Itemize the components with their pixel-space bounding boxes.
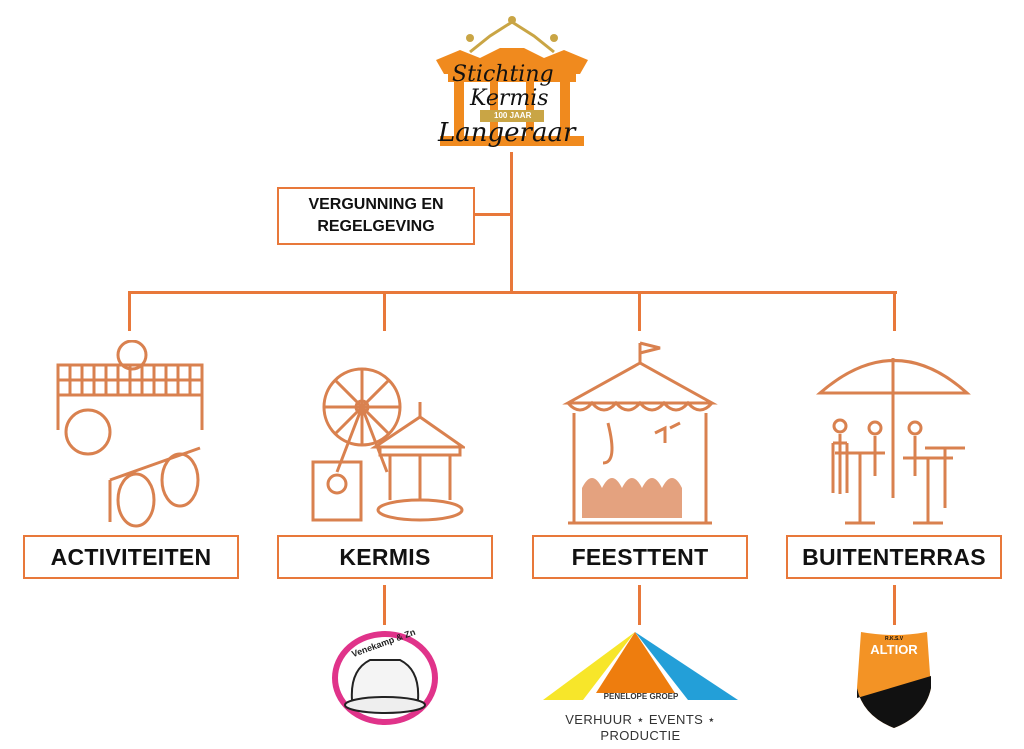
altior-logo: R.K.S.V ALTIOR bbox=[855, 628, 933, 728]
logo-line3: Langeraar bbox=[438, 118, 576, 148]
connector-drop-1 bbox=[128, 291, 131, 331]
altior-name: ALTIOR bbox=[870, 642, 918, 657]
penelope-tagline: VERHUUR ⋆ EVENTS ⋆ PRODUCTIE bbox=[565, 712, 716, 743]
altior-small: R.K.S.V bbox=[884, 636, 904, 642]
circus-tent-stage-icon bbox=[560, 338, 720, 535]
penelope-name: PENELOPE GROEP bbox=[603, 692, 679, 701]
sports-volleyball-football-tires-icon bbox=[50, 339, 210, 535]
category-label: ACTIVITEITEN bbox=[50, 543, 212, 570]
category-buitenterras: BUITENTERRAS bbox=[786, 535, 1002, 579]
parasol-terrace-tables-icon bbox=[815, 348, 975, 533]
logo-banner: 100 JAAR bbox=[494, 111, 532, 120]
category-label: FEESTTENT bbox=[571, 543, 709, 570]
connector-side bbox=[474, 213, 512, 216]
category-label: KERMIS bbox=[339, 543, 431, 570]
connector-drop-2 bbox=[383, 291, 386, 331]
connector-partner-2 bbox=[383, 585, 386, 625]
category-kermis: KERMIS bbox=[277, 535, 493, 579]
logo-line1: Stichting bbox=[452, 62, 554, 87]
connector-main bbox=[510, 152, 513, 294]
vergunning-line2: REGELGEVING bbox=[317, 218, 435, 235]
connector-horizontal bbox=[128, 291, 897, 294]
connector-partner-3 bbox=[638, 585, 641, 625]
category-activiteiten: ACTIVITEITEN bbox=[23, 535, 239, 579]
logo-line2: Kermis bbox=[470, 86, 549, 111]
venekamp-logo: Venekamp & Zn bbox=[330, 627, 440, 725]
connector-drop-4 bbox=[893, 291, 896, 331]
stichting-kermis-logo: Stichting Kermis 100 JAAR Langeraar bbox=[430, 14, 594, 152]
ferris-wheel-carousel-icon bbox=[305, 362, 468, 532]
connector-partner-4 bbox=[893, 585, 896, 625]
vergunning-line1: VERGUNNING EN bbox=[308, 196, 444, 213]
category-label: BUITENTERRAS bbox=[802, 543, 986, 570]
penelope-groep-logo: PENELOPE GROEP VERHUUR ⋆ EVENTS ⋆ PRODUC… bbox=[543, 630, 738, 743]
category-feesttent: FEESTTENT bbox=[532, 535, 748, 579]
vergunning-box: VERGUNNING EN REGELGEVING bbox=[277, 187, 475, 245]
connector-drop-3 bbox=[638, 291, 641, 331]
